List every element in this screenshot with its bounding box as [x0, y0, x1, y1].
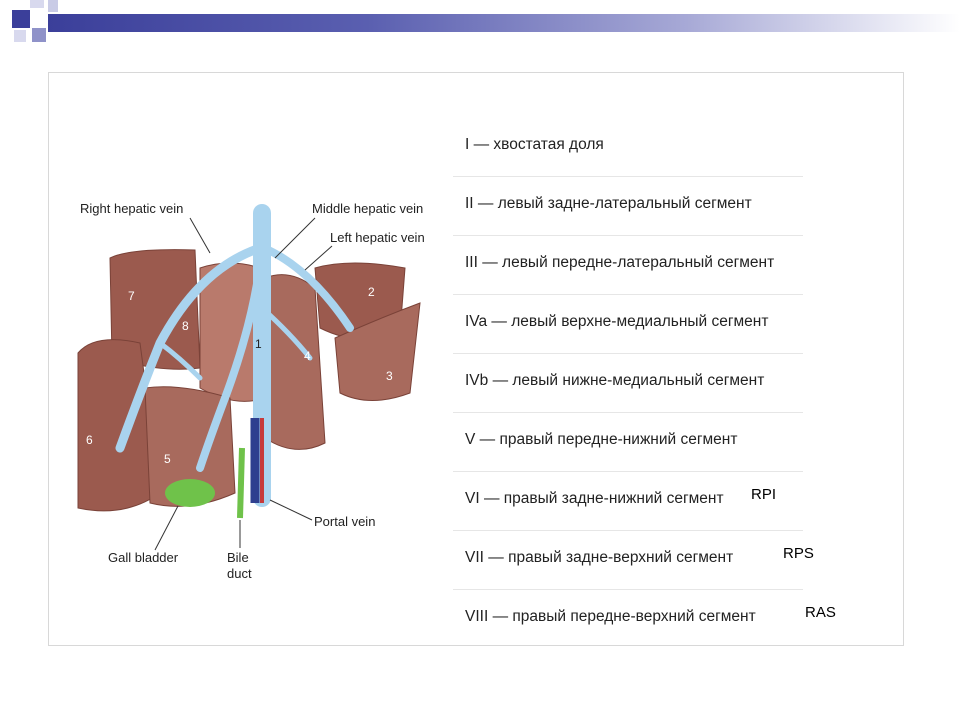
leader-line — [189, 217, 211, 254]
segment-row-7: VI — правый задне-нижний сегмент RPI — [453, 472, 803, 531]
liver-segment-4 — [264, 274, 326, 450]
gall-bladder-shape — [165, 479, 215, 507]
bile-duct — [237, 447, 245, 519]
segment-row-1: I — хвостатая доля — [453, 118, 803, 177]
leader-line — [154, 505, 179, 551]
label-right-hepatic-vein: Right hepatic vein — [80, 201, 183, 216]
liver-segment-5 — [144, 386, 236, 507]
segment-text: V — правый передне-нижний сегмент — [465, 431, 738, 448]
segment-tag: RPS — [783, 545, 814, 562]
label-bile-duct-line2: duct — [227, 566, 252, 581]
segment-tag: RPI — [751, 486, 777, 503]
label-bile-duct-line1: Bile — [227, 550, 249, 565]
header-gradient-bar — [48, 14, 960, 32]
segment-text: II — левый задне-латеральный сегмент — [465, 195, 752, 212]
segment-text: III — левый передне-латеральный сегмент — [465, 254, 775, 271]
segment-number-1: 1 — [255, 337, 262, 351]
label-left-hepatic-vein: Left hepatic vein — [330, 230, 425, 245]
segment-text: VIII — правый передне-верхний сегмент — [465, 608, 756, 625]
segment-number-2: 2 — [368, 285, 375, 299]
label-portal-vein: Portal vein — [314, 514, 375, 529]
segment-text: VII — правый задне-верхний сегмент — [465, 549, 734, 566]
segment-row-8: VII — правый задне-верхний сегмент RPS — [453, 531, 814, 590]
leader-line — [274, 217, 316, 259]
header-square-deco — [48, 0, 58, 12]
segment-number-8: 8 — [182, 319, 189, 333]
liver-segment-3 — [334, 302, 421, 401]
segment-number-5: 5 — [164, 452, 171, 466]
segment-text: I — хвостатая доля — [465, 136, 604, 153]
header-square-deco — [12, 10, 30, 28]
segment-text: VI — правый задне-нижний сегмент — [465, 490, 724, 507]
segment-row-6: V — правый передне-нижний сегмент — [453, 413, 803, 472]
vein-branch — [259, 305, 313, 361]
segment-number-3: 3 — [386, 369, 393, 383]
liver-illustration: 7 8 1 4 2 3 6 5 Right hepatic vein Middl… — [77, 201, 425, 581]
liver-segments-diagram: 7 8 1 4 2 3 6 5 Right hepatic vein Middl… — [50, 118, 450, 588]
header-square-deco — [32, 28, 46, 42]
segment-row-9: VIII — правый передне-верхний сегмент RA… — [453, 590, 836, 649]
label-gall-bladder: Gall bladder — [108, 550, 179, 565]
header-square-deco — [14, 30, 26, 42]
segment-tag: RAS — [805, 604, 836, 621]
leader-line — [269, 499, 313, 521]
left-hepatic-vein — [260, 244, 354, 332]
vein-branch — [157, 340, 203, 381]
segment-text: IVb — левый нижне-медиальный сегмент — [465, 372, 765, 389]
segment-number-7: 7 — [128, 289, 135, 303]
label-middle-hepatic-vein: Middle hepatic vein — [312, 201, 423, 216]
header-square-deco — [30, 0, 44, 8]
segment-row-4: IVa — левый верхне-медиальный сегмент — [453, 295, 803, 354]
segment-text: IVa — левый верхне-медиальный сегмент — [465, 313, 769, 330]
leader-line — [304, 245, 333, 271]
segment-row-2: II — левый задне-латеральный сегмент — [453, 177, 803, 236]
segment-number-6: 6 — [86, 433, 93, 447]
segment-number-4: 4 — [304, 349, 311, 363]
segment-row-3: III — левый передне-латеральный сегмент — [453, 236, 803, 295]
segment-list: I — хвостатая доля II — левый задне-лате… — [453, 118, 836, 649]
segment-row-5: IVb — левый нижне-медиальный сегмент — [453, 354, 803, 413]
